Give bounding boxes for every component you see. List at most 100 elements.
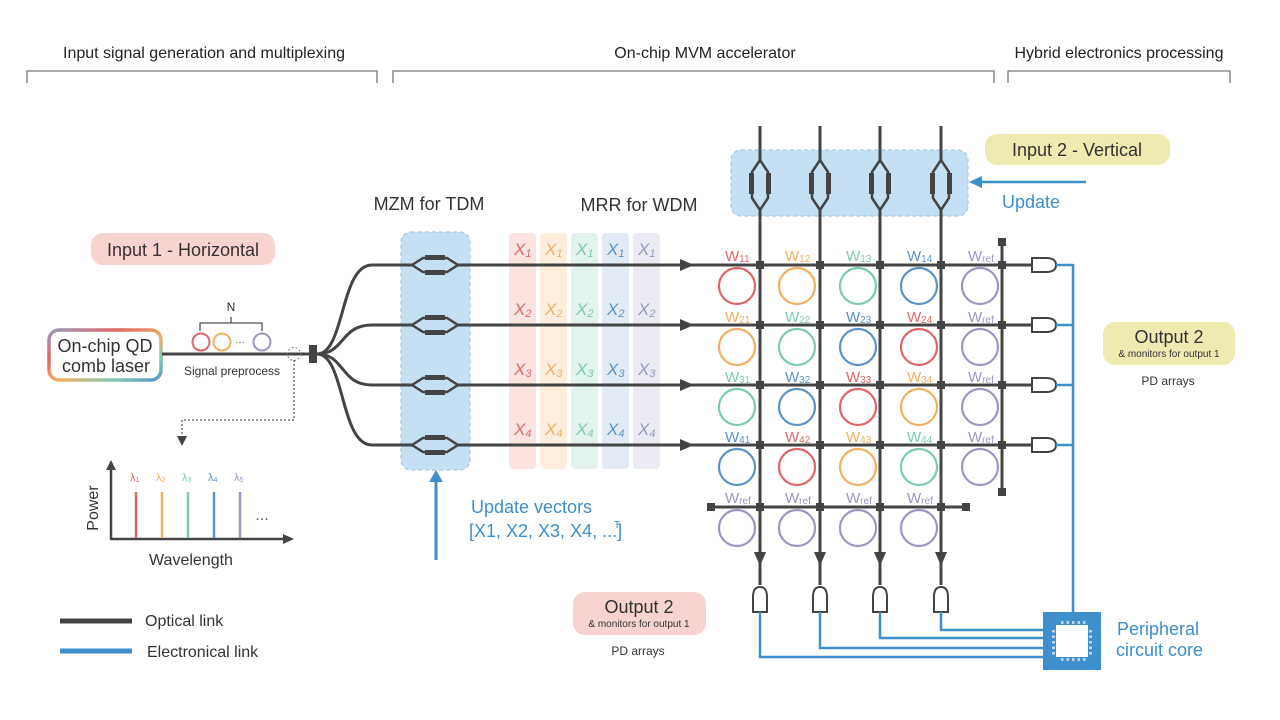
section-bracket [26, 70, 378, 83]
transpose-superscript: T [614, 520, 620, 531]
waveguide-crossing [998, 261, 1006, 269]
weight-ring [838, 447, 878, 487]
weight-ring [717, 387, 757, 427]
mzm-box [400, 231, 471, 471]
weight-ring [960, 447, 1000, 487]
waveguide-crossing [937, 261, 945, 269]
input1-badge-label: Input 1 - Horizontal [107, 240, 259, 260]
chip-pin [1052, 646, 1055, 649]
waveguide-crossing [876, 321, 884, 329]
y-axis-arrow-icon [106, 460, 116, 470]
chip-pin [1089, 641, 1092, 644]
legend-electronic-label: Electronical link [147, 644, 259, 661]
waveguide-crossing [998, 321, 1006, 329]
weight-label: W43 [846, 429, 872, 446]
waveguide-crossing [876, 503, 884, 511]
weight-label: W13 [846, 248, 872, 265]
chip-pin [1052, 641, 1055, 644]
direction-arrow-icon [680, 259, 694, 271]
chip-pin [1066, 658, 1069, 661]
output-right-caption: PD arrays [1141, 374, 1194, 388]
mzm-electrode [425, 375, 445, 380]
weight-label: Wref [846, 490, 872, 507]
vertical-mzm [870, 157, 890, 213]
weight-ring [777, 327, 817, 367]
fanout-waveguide [316, 323, 412, 356]
weight-label: W31 [725, 369, 751, 386]
weight-ring [838, 266, 878, 306]
direction-arrow-icon [874, 552, 886, 566]
photodetector-icon [752, 585, 768, 613]
waveguide-crossing [816, 381, 824, 389]
chip-pin [1077, 658, 1080, 661]
weight-label: W41 [725, 429, 751, 446]
horizontal-waveguides [316, 255, 1032, 455]
waveguide-terminator [998, 238, 1006, 246]
weight-ring [899, 387, 939, 427]
peripheral-label-line1: Peripheral [1117, 619, 1199, 639]
signal-preprocess-rings: N ··· Signal preprocess [184, 300, 280, 378]
x-axis-arrow-icon [283, 534, 294, 544]
section-header-electronics: Hybrid electronics processing [1007, 45, 1231, 83]
weight-label: W33 [846, 369, 872, 386]
photodetector-icon [1031, 377, 1058, 393]
preprocess-ring [191, 332, 211, 352]
weight-ring [960, 327, 1000, 367]
bottom-pd-array [752, 585, 1043, 659]
wavelength-label: λ2 [156, 472, 166, 484]
section-header-mvm: On-chip MVM accelerator [392, 45, 995, 83]
mrr-column-band [633, 233, 660, 469]
chip-pin [1066, 621, 1069, 624]
weight-label: Wref [785, 490, 811, 507]
wavelength-label: λ5 [234, 472, 244, 484]
mrr-column-band [540, 233, 567, 469]
preprocess-ring [212, 332, 232, 352]
chip-pin [1083, 658, 1086, 661]
tap-dotted-link [181, 360, 295, 436]
fanout-waveguide [316, 352, 412, 387]
waveguide-crossing [937, 503, 945, 511]
waveguide-crossing [937, 381, 945, 389]
weight-label: W21 [725, 309, 751, 326]
mzm-electrode [425, 315, 445, 320]
mzm-electrode [809, 173, 814, 194]
photodetector-icon [1031, 437, 1058, 453]
input2-update-label: Update [1002, 192, 1060, 212]
peripheral-label-line2: circuit core [1116, 640, 1203, 660]
photodetector-icon [933, 585, 949, 613]
photodetector-icon [1031, 257, 1058, 273]
splitter [309, 345, 317, 363]
weight-label: Wref [907, 490, 933, 507]
peripheral-circuit-core: Peripheral circuit core [1043, 612, 1203, 670]
input2-badge: Input 2 - Vertical [985, 134, 1170, 165]
vertical-mzm [810, 157, 830, 213]
chip-pin [1061, 658, 1064, 661]
waveguide-crossing [816, 321, 824, 329]
weight-label: Wref [725, 490, 751, 507]
waveguide-crossing [937, 321, 945, 329]
weight-ring [717, 447, 757, 487]
weight-label: W32 [785, 369, 811, 386]
waveguide-crossing [816, 503, 824, 511]
waveguide-terminator [962, 503, 970, 511]
waveguide-crossing [876, 441, 884, 449]
vertical-mzm [931, 157, 951, 213]
output-bottom-title: Output 2 [604, 597, 673, 617]
mzm-electrode [425, 255, 445, 260]
waveguide-crossing [756, 503, 764, 511]
weight-ring [777, 387, 817, 427]
waveguide-crossing [816, 261, 824, 269]
direction-arrow-icon [680, 319, 694, 331]
mrr-column-band [571, 233, 598, 469]
weight-ring [717, 327, 757, 367]
update-vectors: Update vectors [X1, X2, X3, X4, ...] T [429, 470, 622, 560]
mzm-electrode [425, 390, 445, 395]
weight-label: W42 [785, 429, 811, 446]
mzm-electrode [930, 173, 935, 194]
photodetector-icon [872, 585, 888, 613]
spectrum-ellipsis: ... [255, 507, 268, 524]
output-right-badge: Output 2 & monitors for output 1 PD arra… [1103, 322, 1235, 388]
section-title: Hybrid electronics processing [1015, 45, 1224, 62]
waveguide-crossing [756, 261, 764, 269]
section-header-input: Input signal generation and multiplexing [26, 45, 378, 83]
